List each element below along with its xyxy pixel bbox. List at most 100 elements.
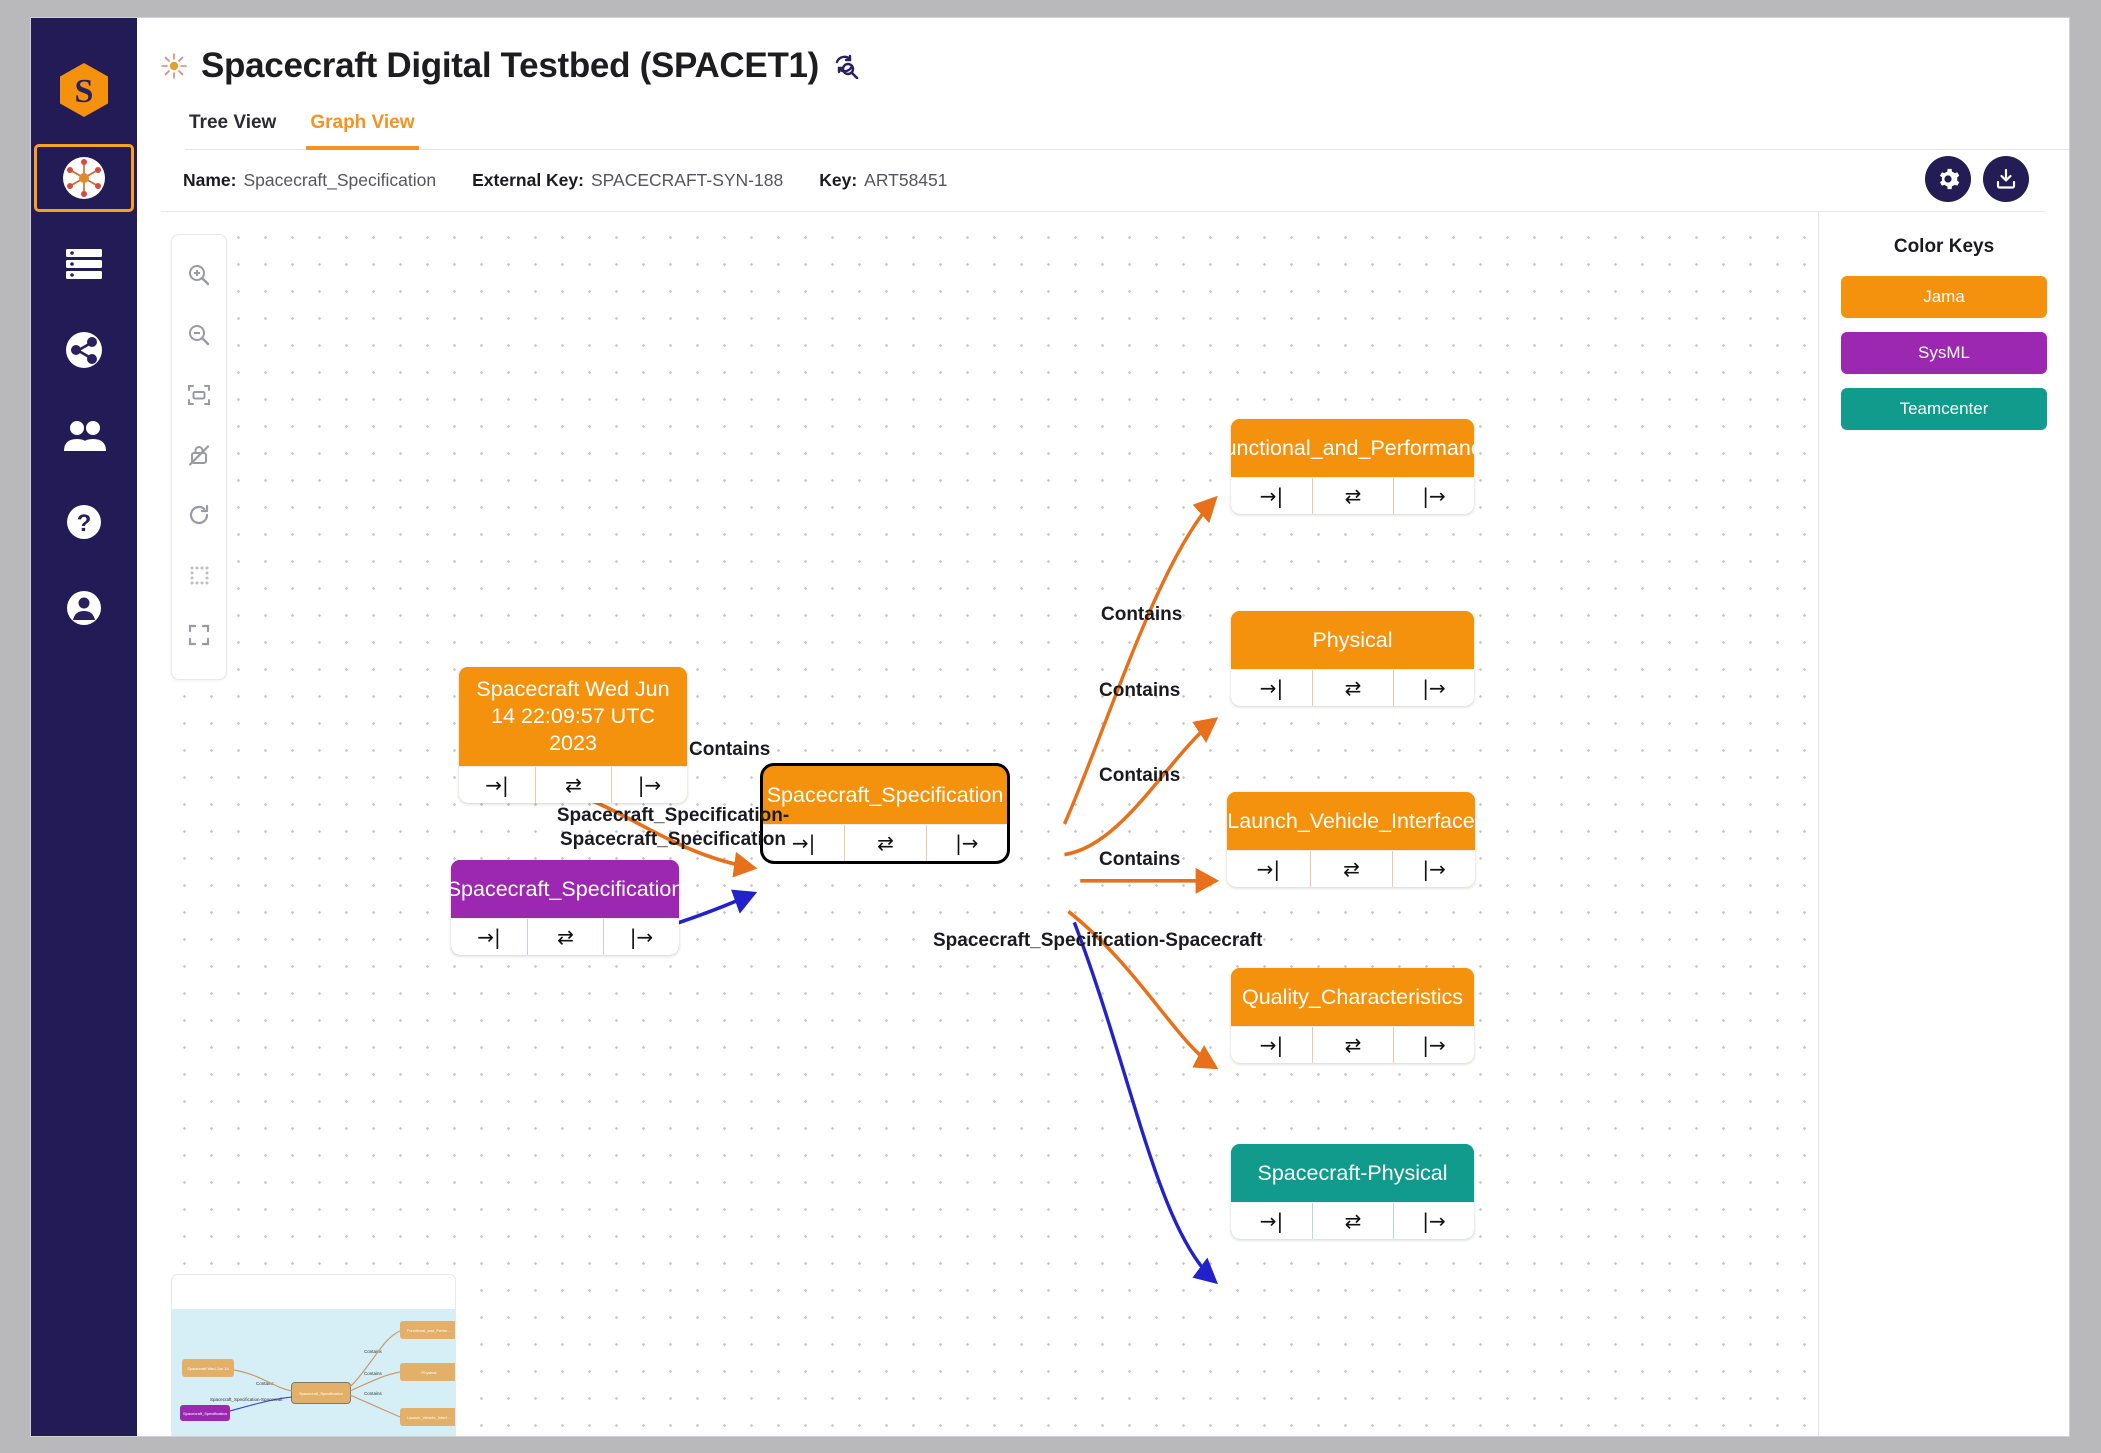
node-action-incoming-icon[interactable]: →| <box>1259 1209 1284 1233</box>
meta-label-name: Name: <box>183 170 237 190</box>
graph-node-spacecraft-date[interactable]: Spacecraft Wed Jun 14 22:09:57 UTC 2023 … <box>459 667 687 803</box>
node-action-bidirectional-icon[interactable]: ⇄ <box>1312 670 1393 706</box>
user-circle-icon <box>67 591 101 625</box>
question-circle-icon: ? <box>67 505 101 539</box>
asterisk-sun-icon <box>161 53 187 79</box>
minimap-edge-label: Contains <box>256 1381 274 1386</box>
grid-dots-icon <box>190 566 209 585</box>
graph-node-launch-vehicle[interactable]: Launch_Vehicle_Interface →| ⇄ |→ <box>1227 792 1475 887</box>
node-action-incoming-icon[interactable]: →| <box>1259 676 1284 700</box>
node-footer: →| ⇄ |→ <box>1231 1026 1474 1063</box>
zoom-in-icon <box>189 265 210 286</box>
graph-node-functional[interactable]: Functional_and_Performance →| ⇄ |→ <box>1231 419 1474 514</box>
graph-minimap[interactable]: Spacecraft Wed Jun 14 Spacecraft_Specifi… <box>171 1274 456 1436</box>
minimap-edge-label: Spacecraft_Specification-Spacecraft <box>210 1397 283 1402</box>
graph-node-sysml-spec[interactable]: Spacecraft_Specification →| ⇄ |→ <box>451 860 679 955</box>
node-label: Spacecraft_Specification <box>763 766 1007 824</box>
color-key-sysml[interactable]: SysML <box>1841 332 2047 374</box>
refresh-button[interactable] <box>177 485 221 545</box>
sidebar-item-account[interactable] <box>34 574 134 642</box>
node-action-outgoing-icon[interactable]: |→ <box>1393 670 1474 706</box>
download-button[interactable] <box>1983 156 2029 202</box>
meta-field-key: Key: ART58451 <box>819 170 947 191</box>
node-action-bidirectional-icon[interactable]: ⇄ <box>1312 478 1393 514</box>
settings-button[interactable] <box>1925 156 1971 202</box>
meta-field-external-key: External Key: SPACECRAFT-SYN-188 <box>472 170 783 191</box>
tab-tree-view[interactable]: Tree View <box>189 112 277 133</box>
sidebar-item-share[interactable] <box>34 316 134 384</box>
node-action-bidirectional-icon[interactable]: ⇄ <box>1312 1027 1393 1063</box>
node-action-incoming-icon[interactable]: →| <box>791 831 816 855</box>
minimap-edges <box>229 1330 401 1418</box>
minimap-node: Spacecraft_Specification <box>180 1405 230 1421</box>
node-action-bidirectional-icon[interactable]: ⇄ <box>1312 1203 1393 1239</box>
node-action-bidirectional-icon[interactable]: ⇄ <box>535 767 611 803</box>
node-label: Spacecraft-Physical <box>1231 1144 1474 1202</box>
node-footer: →| ⇄ |→ <box>451 918 679 955</box>
meta-field-name: Name: Spacecraft_Specification <box>183 170 436 191</box>
meta-value-external-key: SPACECRAFT-SYN-188 <box>590 170 784 190</box>
graph-canvas[interactable] <box>161 212 1818 1436</box>
minimap-node: Launch_Vehicle_Interf… <box>400 1408 455 1426</box>
graph-canvas-container[interactable]: Spacecraft Wed Jun 14 22:09:57 UTC 2023 … <box>161 212 1819 1436</box>
color-keys-title: Color Keys <box>1893 236 1995 257</box>
share-nodes-icon <box>66 332 102 368</box>
zoom-out-button[interactable] <box>177 305 221 365</box>
node-action-outgoing-icon[interactable]: |→ <box>1393 1027 1474 1063</box>
minimap-node-selected: Spacecraft_Specification <box>291 1382 351 1404</box>
artifact-meta-bar: Name: Spacecraft_Specification External … <box>161 150 2045 212</box>
minimap-edge-label: Contains <box>364 1371 382 1376</box>
sidebar-item-dashboard-hub[interactable] <box>34 144 134 212</box>
node-label: Spacecraft Wed Jun 14 22:09:57 UTC 2023 <box>459 667 687 766</box>
grid-toggle-button[interactable] <box>177 545 221 605</box>
minimap-edge-label: Contains <box>364 1391 382 1396</box>
node-footer: →| ⇄ |→ <box>1231 477 1474 514</box>
zoom-in-button[interactable] <box>177 245 221 305</box>
minimap-node: Physical <box>400 1363 455 1381</box>
node-label: Spacecraft_Specification <box>451 860 679 918</box>
node-action-outgoing-icon[interactable]: |→ <box>611 767 687 803</box>
sidebar-item-users[interactable] <box>34 402 134 470</box>
sidebar-item-list[interactable] <box>34 230 134 298</box>
tab-graph-view[interactable]: Graph View <box>306 108 419 150</box>
hub-network-icon <box>63 157 105 199</box>
fit-to-screen-button[interactable] <box>177 365 221 425</box>
graph-toolbar <box>171 234 227 680</box>
node-action-outgoing-icon[interactable]: |→ <box>603 919 679 955</box>
node-action-incoming-icon[interactable]: →| <box>1256 857 1281 881</box>
node-action-outgoing-icon[interactable]: |→ <box>925 825 1007 861</box>
color-key-teamcenter[interactable]: Teamcenter <box>1841 388 2047 430</box>
graph-node-physical[interactable]: Physical →| ⇄ |→ <box>1231 611 1474 706</box>
refresh-search-icon[interactable] <box>833 53 859 80</box>
fullscreen-button[interactable] <box>177 605 221 665</box>
node-action-outgoing-icon[interactable]: |→ <box>1392 851 1475 887</box>
meta-actions <box>1925 156 2029 202</box>
node-action-bidirectional-icon[interactable]: ⇄ <box>1309 851 1393 887</box>
node-action-incoming-icon[interactable]: →| <box>485 773 509 797</box>
sidebar-item-help[interactable]: ? <box>34 488 134 556</box>
graph-node-teamcenter-physical[interactable]: Spacecraft-Physical →| ⇄ |→ <box>1231 1144 1474 1239</box>
meta-label-external-key: External Key: <box>472 170 584 190</box>
node-label: Functional_and_Performance <box>1231 419 1474 477</box>
graph-node-center-spec[interactable]: Spacecraft_Specification →| ⇄ |→ <box>760 763 1010 864</box>
fullscreen-icon <box>188 624 210 646</box>
color-key-jama[interactable]: Jama <box>1841 276 2047 318</box>
node-action-bidirectional-icon[interactable]: ⇄ <box>527 919 603 955</box>
node-action-outgoing-icon[interactable]: |→ <box>1393 478 1474 514</box>
node-action-bidirectional-icon[interactable]: ⇄ <box>844 825 925 861</box>
node-footer: →| ⇄ |→ <box>763 824 1007 861</box>
graph-node-quality[interactable]: Quality_Characteristics →| ⇄ |→ <box>1231 968 1474 1063</box>
meta-value-name: Spacecraft_Specification <box>243 170 437 190</box>
node-action-incoming-icon[interactable]: →| <box>1259 484 1284 508</box>
node-action-incoming-icon[interactable]: →| <box>1259 1033 1284 1057</box>
list-icon <box>66 249 102 279</box>
syndeia-logo-icon[interactable]: S <box>52 58 116 122</box>
node-action-outgoing-icon[interactable]: |→ <box>1393 1203 1474 1239</box>
left-nav-sidebar: S <box>31 18 137 1436</box>
node-action-incoming-icon[interactable]: →| <box>477 925 501 949</box>
node-label: Quality_Characteristics <box>1231 968 1474 1026</box>
zoom-out-icon <box>189 325 210 346</box>
application-window: S <box>31 18 2069 1436</box>
gear-icon <box>1939 168 1960 190</box>
lock-toggle-button[interactable] <box>177 425 221 485</box>
